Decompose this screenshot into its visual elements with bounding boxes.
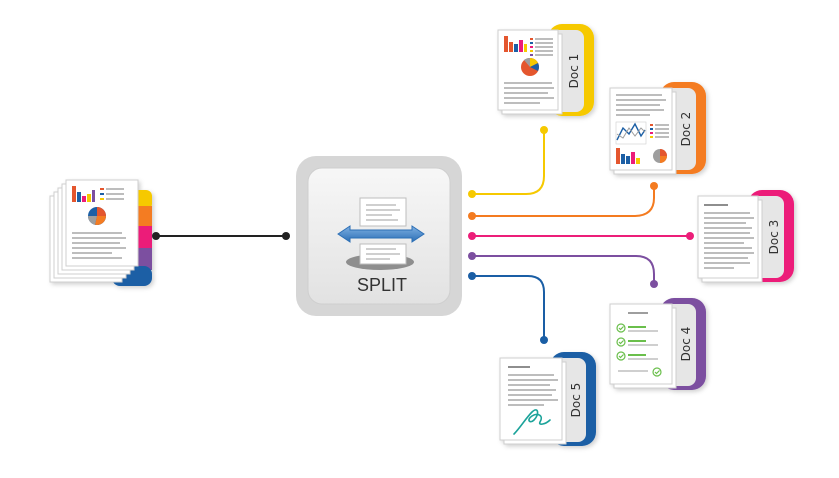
source-document-stack (49, 179, 152, 286)
doc-3-label: Doc 3 (767, 220, 781, 255)
connector-doc-1 (472, 130, 545, 195)
source-pie-chart-icon (87, 207, 107, 226)
doc-2-pie-chart-icon (653, 149, 667, 163)
doc-1-label: Doc 1 (567, 54, 581, 89)
doc-1-card: Doc 1 (497, 24, 594, 116)
doc-5-card: Doc 5 (499, 352, 596, 446)
doc-2-line-chart-icon (615, 121, 647, 145)
doc-1-pie-chart-icon (521, 57, 539, 76)
doc-4-checklist (616, 323, 662, 377)
check-icon (616, 337, 626, 347)
doc-4-card: Doc 4 (609, 298, 706, 390)
doc-1-bar-chart-icon (504, 36, 527, 52)
doc-2-bar-chart-icon (616, 148, 640, 164)
connector-source-to-split (152, 232, 290, 240)
doc-2-label: Doc 2 (679, 112, 693, 147)
splitter-icon (337, 197, 425, 270)
doc-5-label: Doc 5 (569, 383, 583, 418)
source-text-lines (72, 232, 126, 259)
connector-dots (468, 126, 694, 344)
signature-icon (513, 409, 551, 435)
check-icon (616, 323, 626, 333)
connector-doc-5 (472, 275, 545, 340)
split-arrow-icon (337, 225, 425, 243)
check-icon (652, 367, 662, 377)
connector-doc-4 (472, 255, 655, 284)
doc-3-text-lines (704, 204, 754, 269)
connector-doc-2 (472, 186, 655, 217)
doc-3-card: Doc 3 (697, 190, 794, 283)
check-icon (616, 351, 626, 361)
output-connectors (472, 130, 690, 340)
split-label: SPLIT (357, 275, 407, 295)
doc-4-label: Doc 4 (679, 327, 693, 362)
source-legend-lines (100, 188, 124, 200)
split-box: SPLIT (296, 156, 462, 316)
source-bar-chart-icon (72, 186, 95, 202)
doc-2-card: Doc 2 (609, 82, 706, 175)
